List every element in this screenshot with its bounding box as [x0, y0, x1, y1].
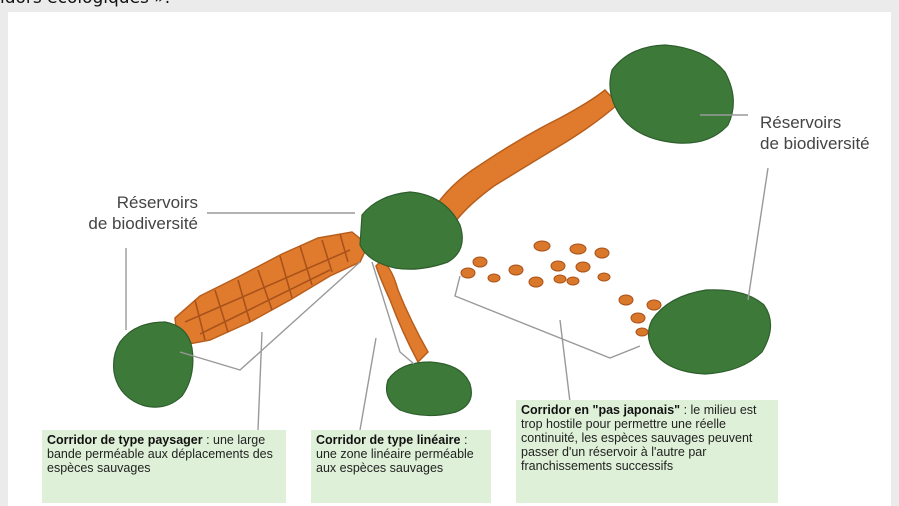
linear-corridor	[376, 262, 428, 362]
reservoir-bottom-center	[387, 362, 472, 416]
caption-stepping-stone-corridor: Corridor en "pas japonais" : le milieu e…	[516, 400, 778, 503]
caption-landscape-corridor: Corridor de type paysager : une large ba…	[42, 430, 286, 503]
reservoir-right-label-line2: de biodiversité	[760, 133, 895, 154]
caption-linear-title: Corridor de type linéaire	[316, 433, 460, 447]
landscape-corridor-band	[175, 232, 368, 346]
caption-stepping-title: Corridor en "pas japonais"	[521, 403, 680, 417]
reservoir-left-label: Réservoirs de biodiversité	[58, 192, 198, 234]
reservoir-left-label-line2: de biodiversité	[58, 213, 198, 234]
upper-corridor	[432, 90, 618, 222]
reservoir-left-label-line1: Réservoirs	[58, 192, 198, 213]
reservoir-right-label: Réservoirs de biodiversité	[760, 112, 895, 154]
caption-landscape-title: Corridor de type paysager	[47, 433, 203, 447]
stepping-stones	[461, 241, 661, 336]
reservoir-right-label-line1: Réservoirs	[760, 112, 895, 133]
reservoir-left	[114, 322, 193, 407]
caption-linear-corridor: Corridor de type linéaire : une zone lin…	[311, 430, 491, 503]
reservoir-bottom-right	[648, 290, 770, 374]
reservoir-top-right	[610, 45, 733, 143]
